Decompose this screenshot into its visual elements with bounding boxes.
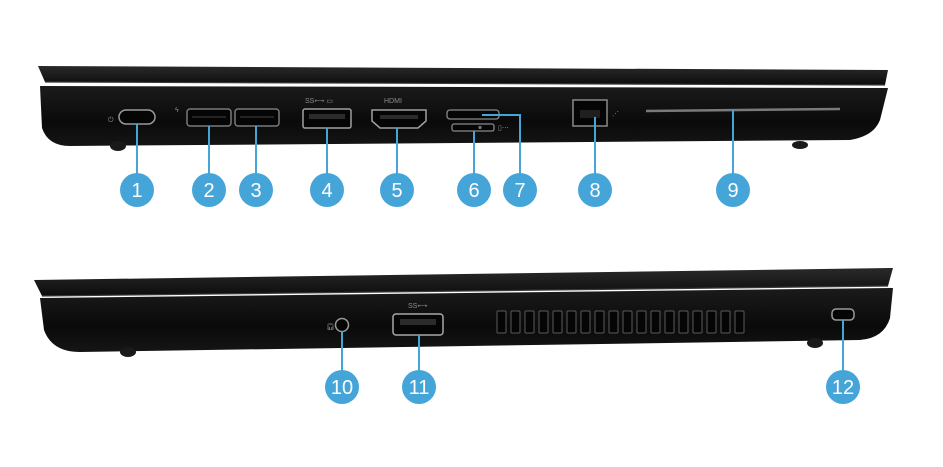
power-icon: ⏻ (108, 116, 114, 124)
smart-card-slot (645, 107, 841, 113)
callout-10: 10 (325, 370, 359, 404)
ethernet-port (572, 99, 608, 127)
svg-text:7: 7 (514, 180, 525, 202)
security-lock-slot (831, 308, 855, 321)
callout-1: 1 (120, 173, 154, 207)
laptop-right-side: 🎧︎ SS⟷ (34, 268, 893, 357)
laptop-left-side: ⏻ ϟ SS⟷ ▭ HDMI ▯⋯ ⋰ (38, 66, 888, 151)
svg-text:10: 10 (331, 377, 353, 399)
foot (792, 141, 808, 149)
lid-seam (41, 285, 889, 297)
svg-text:2: 2 (203, 180, 214, 202)
svg-text:9: 9 (727, 180, 738, 202)
svg-text:1: 1 (131, 180, 142, 202)
sim-icon: ▯⋯ (498, 125, 509, 132)
usb-ss-icon: SS⟷ ▭ (305, 98, 333, 105)
svg-text:12: 12 (832, 377, 854, 399)
svg-text:6: 6 (468, 180, 479, 202)
callout-5: 5 (380, 173, 414, 207)
foot (110, 141, 126, 151)
audio-jack (334, 317, 350, 333)
callout-11: 11 (402, 370, 436, 404)
base-edge (40, 288, 893, 352)
network-icon: ⋰ (612, 111, 619, 118)
callout-8: 8 (578, 173, 612, 207)
usb-ss-icon: SS⟷ (408, 303, 427, 310)
headset-icon: 🎧︎ (326, 323, 335, 331)
svg-text:8: 8 (589, 180, 600, 202)
ethernet-contacts (580, 110, 600, 118)
sim-eject-hole (478, 125, 482, 130)
callout-lines-top (136, 110, 734, 176)
svg-text:4: 4 (321, 180, 332, 202)
svg-text:11: 11 (409, 377, 430, 399)
callout-12: 12 (826, 370, 860, 404)
usb-c-port (118, 109, 156, 125)
callout-6: 6 (457, 173, 491, 207)
cooling-vent (496, 310, 745, 334)
foot (120, 347, 136, 357)
callout-9: 9 (716, 173, 750, 207)
callout-4: 4 (310, 173, 344, 207)
callout-3: 3 (239, 173, 273, 207)
lid-edge (38, 66, 888, 85)
callout-7: 7 (503, 173, 537, 207)
nano-sim-tray (451, 123, 495, 132)
callout-lines-bottom (341, 320, 844, 373)
foot (807, 338, 823, 348)
lid-edge (34, 268, 893, 296)
callout-badges-bottom: 10 11 12 (325, 370, 860, 404)
callout-badges-top: 1 2 3 4 5 6 7 8 (120, 173, 750, 207)
callout-2: 2 (192, 173, 226, 207)
hdmi-label: HDMI (384, 98, 402, 105)
hdmi-pins (380, 115, 418, 119)
usb-a-tongue (400, 319, 436, 325)
svg-text:3: 3 (250, 180, 261, 202)
svg-text:5: 5 (391, 180, 402, 202)
lid-seam (44, 81, 886, 86)
usb-a-tongue (309, 114, 345, 119)
thunderbolt-icon: ϟ (175, 107, 179, 114)
